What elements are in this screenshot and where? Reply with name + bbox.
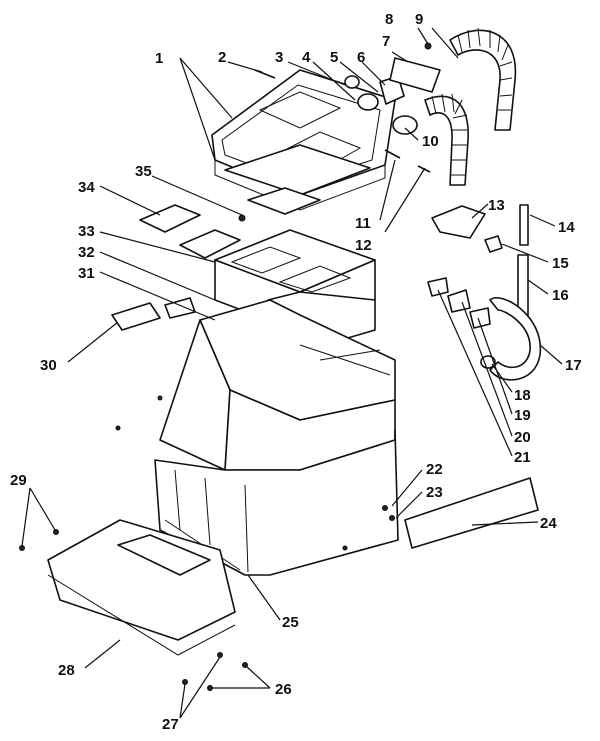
label-3: 3 <box>275 49 283 66</box>
label-19: 19 <box>514 407 531 424</box>
label-27: 27 <box>162 716 179 733</box>
part-number-labels: 1 2 3 4 5 6 7 8 9 10 11 12 13 14 15 16 1… <box>10 11 582 733</box>
filter-gasket-part <box>224 144 371 196</box>
label-2: 2 <box>218 49 226 66</box>
valve-part <box>469 307 491 329</box>
fitting-part <box>480 355 496 369</box>
elbow-part <box>484 235 503 253</box>
vacuum-switch-part <box>431 205 486 239</box>
label-17: 17 <box>565 357 582 374</box>
label-1: 1 <box>155 50 163 67</box>
elbow-part <box>447 289 471 313</box>
label-21: 21 <box>514 449 531 466</box>
label-25: 25 <box>282 614 299 631</box>
fitting-part <box>519 204 529 246</box>
label-35: 35 <box>135 163 152 180</box>
screw-part <box>238 214 246 222</box>
nut-part <box>344 75 360 89</box>
hose-part <box>424 27 517 186</box>
hose-flange-part <box>389 57 441 93</box>
label-11: 11 <box>355 215 371 232</box>
label-8: 8 <box>385 11 393 28</box>
label-7: 7 <box>382 33 390 50</box>
label-4: 4 <box>302 49 311 66</box>
label-22: 22 <box>426 461 443 478</box>
label-12: 12 <box>355 237 372 254</box>
tube-part <box>517 254 529 316</box>
label-18: 18 <box>514 387 531 404</box>
label-28: 28 <box>58 662 75 679</box>
label-30: 30 <box>40 357 57 374</box>
label-34: 34 <box>78 179 95 196</box>
label-29: 29 <box>10 472 27 489</box>
label-9: 9 <box>415 11 423 28</box>
label-32: 32 <box>78 244 95 261</box>
label-13: 13 <box>488 197 505 214</box>
label-23: 23 <box>426 484 443 501</box>
label-31: 31 <box>78 265 95 282</box>
curved-hose-part <box>489 297 541 381</box>
label-16: 16 <box>552 287 569 304</box>
elbow-part <box>427 277 449 297</box>
rod-part <box>384 149 401 159</box>
seal-ring-part <box>357 93 379 111</box>
solution-tank-part <box>154 299 399 576</box>
bumper-part <box>111 302 161 331</box>
label-20: 20 <box>514 429 531 446</box>
label-15: 15 <box>552 255 569 272</box>
side-gasket-part <box>404 477 539 549</box>
leader-lines <box>21 27 563 719</box>
filter-pad-part <box>179 229 241 259</box>
label-26: 26 <box>275 681 292 698</box>
filter-screen-part <box>247 187 321 215</box>
filter-pad-part <box>139 204 201 233</box>
label-14: 14 <box>558 219 575 236</box>
label-6: 6 <box>357 49 365 66</box>
label-24: 24 <box>540 515 557 532</box>
label-10: 10 <box>422 133 439 150</box>
label-33: 33 <box>78 223 95 240</box>
label-5: 5 <box>330 49 338 66</box>
clamp-part <box>392 115 418 135</box>
base-part <box>47 519 236 656</box>
